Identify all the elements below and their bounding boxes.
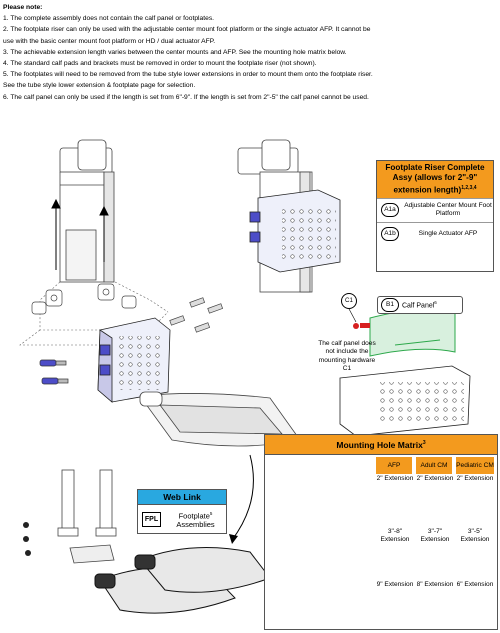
part-badge: A1a bbox=[381, 203, 399, 218]
footplate-center bbox=[139, 391, 301, 447]
riser-title: Footplate Riser Complete Assy (allows fo… bbox=[377, 161, 493, 198]
web-link-title: Web Link bbox=[138, 490, 226, 505]
web-link-label[interactable]: Footplate5 Assemblies bbox=[165, 509, 226, 530]
note-line: use with the basic center mount foot pla… bbox=[3, 37, 216, 45]
riser-bracket-mounted bbox=[249, 189, 341, 273]
arrows-up bbox=[51, 198, 109, 270]
web-link-sup: 5 bbox=[209, 510, 213, 516]
bolts-blue bbox=[39, 359, 69, 385]
part-label: Single Actuator AFP bbox=[418, 230, 478, 238]
riser-title-text: extension length) bbox=[393, 185, 462, 195]
calf-panel-legend: B1 Calf Panel6 bbox=[377, 296, 463, 314]
part-badge: B1 bbox=[381, 298, 399, 312]
note-line: 1. The complete assembly does not contai… bbox=[3, 15, 215, 23]
riser-title-line: Footplate Riser Complete bbox=[385, 163, 485, 172]
callout-c1: C1 bbox=[341, 293, 357, 309]
web-link-line: Footplate5 bbox=[165, 509, 226, 521]
notes-block: Please note: 1. The complete assembly do… bbox=[3, 2, 497, 103]
note-line: 3. The achievable extension length varie… bbox=[3, 48, 347, 56]
matrix-cell: 6" Extension bbox=[456, 581, 494, 588]
part-label: Adjustable Center Mount Foot Platform bbox=[404, 202, 492, 218]
matrix-cell: 9" Extension bbox=[376, 581, 414, 588]
matrix-title-text: Mounting Hole Matrix bbox=[336, 439, 423, 450]
matrix-header-adult: Adult CM bbox=[416, 457, 452, 474]
bolts-top bbox=[169, 297, 224, 333]
matrix-cell: 2" Extension bbox=[456, 475, 494, 482]
matrix-header-afp: AFP bbox=[376, 457, 412, 474]
calf-hardware bbox=[347, 306, 370, 329]
part-badge: A1b bbox=[381, 227, 399, 242]
web-link-box[interactable]: Web Link FPL Footplate5 Assemblies bbox=[137, 489, 227, 534]
matrix-cell: 2" Extension bbox=[416, 475, 454, 482]
matrix-header-pediatric: Pediatric CM bbox=[456, 457, 494, 474]
riser-item-a1b: A1b Single Actuator AFP bbox=[377, 221, 493, 246]
fpl-code: FPL bbox=[142, 511, 161, 527]
spacer-blocks bbox=[31, 283, 137, 315]
bracket-right bbox=[339, 365, 471, 437]
notes-title: Please note: bbox=[3, 4, 43, 11]
calf-label-text: Calf Panel bbox=[402, 302, 435, 310]
matrix-cell: 3"-7" Extension bbox=[420, 528, 450, 544]
bracket-left bbox=[97, 317, 171, 403]
matrix-title-sup: 3 bbox=[422, 440, 426, 446]
web-link-text: Footplate bbox=[178, 511, 210, 521]
calf-hardware-note: The calf panel does not include the moun… bbox=[318, 340, 376, 372]
calf-label: Calf Panel6 bbox=[402, 300, 437, 309]
note-line: 5. The footplates will need to be remove… bbox=[3, 71, 373, 79]
matrix-cell: 8" Extension bbox=[416, 581, 454, 588]
matrix-cell: 3"-8" Extension bbox=[380, 528, 410, 544]
footplate-pair bbox=[94, 547, 271, 614]
matrix-cell: 2" Extension bbox=[376, 475, 414, 482]
tube-assembly bbox=[57, 469, 117, 564]
matrix-title: Mounting Hole Matrix3 bbox=[265, 435, 497, 455]
riser-title-sup: 1,2,3,4 bbox=[461, 185, 477, 191]
web-link-body[interactable]: FPL Footplate5 Assemblies bbox=[138, 505, 226, 533]
matrix-cell: 3"-5" Extension bbox=[460, 528, 490, 544]
note-line: 4. The standard calf pads and brackets m… bbox=[3, 60, 317, 68]
riser-item-a1a: A1a Adjustable Center Mount Foot Platfor… bbox=[377, 197, 493, 222]
footplate-riser-legend: Footplate Riser Complete Assy (allows fo… bbox=[376, 160, 494, 272]
calf-panel bbox=[369, 309, 456, 357]
calf-label-sup: 6 bbox=[434, 300, 437, 306]
note-line: 2. The footplate riser can only be used … bbox=[3, 26, 371, 34]
screws-small bbox=[23, 522, 31, 556]
web-link-line: Assemblies bbox=[176, 520, 215, 530]
note-line: See the tube style lower extension & foo… bbox=[3, 82, 196, 90]
riser-title-line: extension length)1,2,3,4 bbox=[379, 183, 491, 196]
curved-arrow bbox=[231, 454, 254, 541]
mounting-hole-matrix: Mounting Hole Matrix3 AFP Adult CM Pedia… bbox=[264, 434, 498, 630]
note-line: 6. The calf panel can only be used if th… bbox=[3, 93, 369, 101]
riser-title-line: Assy (allows for 2"-9" bbox=[392, 173, 478, 182]
